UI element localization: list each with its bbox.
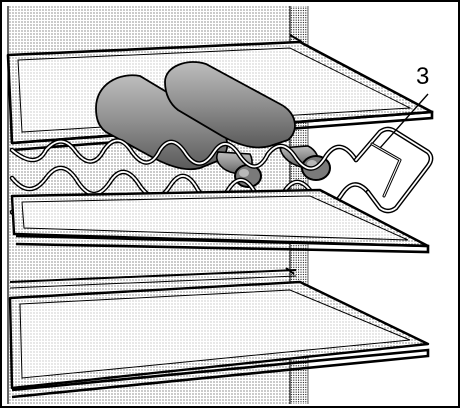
lower-shelf: [8, 267, 430, 399]
callout-3: 3: [379, 63, 429, 149]
middle-shelf: [10, 188, 430, 254]
callout-leader-line: [379, 93, 429, 149]
bottles: [95, 61, 331, 188]
callout-label: 3: [416, 63, 429, 90]
